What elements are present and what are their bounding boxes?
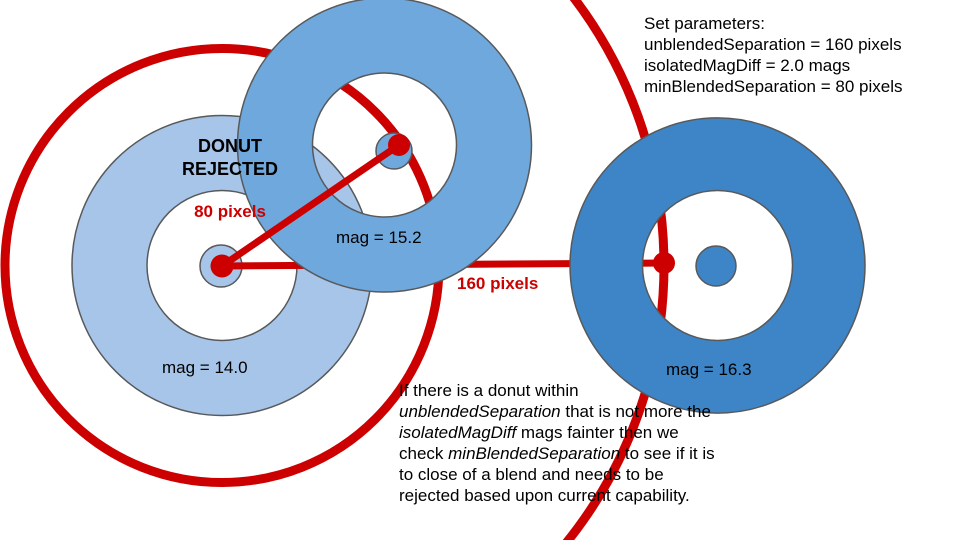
explanation-line5: to close of a blend and needs to be (399, 464, 744, 485)
mag-label-top: mag = 15.2 (336, 228, 422, 247)
separation-line-80 (220, 142, 401, 269)
mag-label-left: mag = 14.0 (162, 358, 248, 377)
mag-label-right: mag = 16.3 (666, 360, 752, 379)
explanation-line5-text: to close of a blend and needs to be (399, 465, 664, 484)
explanation-text: If there is a donut within unblendedSepa… (399, 380, 744, 506)
parameter-unblended-separation: unblendedSeparation = 160 pixels (644, 35, 902, 54)
parameter-isolated-mag-diff: isolatedMagDiff = 2.0 mags (644, 56, 851, 75)
source-dot-top (388, 134, 410, 156)
parameters-title: Set parameters: (644, 14, 765, 33)
donut-right-center-circle (695, 245, 737, 287)
separation-160-label: 160 pixels (457, 274, 539, 293)
parameters-box: Set parameters: unblendedSeparation = 16… (644, 13, 902, 97)
explanation-line4-italic: minBlendedSeparation (448, 444, 621, 463)
donut-rejected-line1: DONUT (198, 136, 262, 156)
explanation-line2-italic: unblendedSeparation (399, 402, 561, 421)
explanation-line3: isolatedMagDiff mags fainter then we (399, 422, 744, 443)
separation-80-label: 80 pixels (194, 202, 266, 221)
explanation-line3-italic: isolatedMagDiff (399, 423, 517, 442)
donut-rejected-label: DONUT REJECTED (140, 135, 320, 181)
donut-right-annulus (569, 117, 866, 414)
explanation-line4-text-b: to see if it is (620, 444, 715, 463)
explanation-line3-text: mags fainter then we (516, 423, 679, 442)
donut-rejected-line2: REJECTED (181, 159, 279, 179)
explanation-line2: unblendedSeparation that is not more the (399, 401, 744, 422)
explanation-line1-text: If there is a donut within (399, 381, 579, 400)
source-dot-left (210, 254, 234, 278)
explanation-line4-text-a: check (399, 444, 449, 463)
donut-top-annulus (236, 0, 533, 293)
explanation-line6-text: rejected based upon current capability. (399, 486, 690, 505)
explanation-line4: check minBlendedSeparation to see if it … (399, 443, 744, 464)
explanation-line2-text: that is not more the (560, 402, 711, 421)
explanation-line6: rejected based upon current capability. (399, 485, 744, 506)
parameter-min-blended-separation: minBlendedSeparation = 80 pixels (644, 77, 903, 96)
source-dot-right (653, 252, 675, 274)
explanation-line1: If there is a donut within (399, 380, 744, 401)
